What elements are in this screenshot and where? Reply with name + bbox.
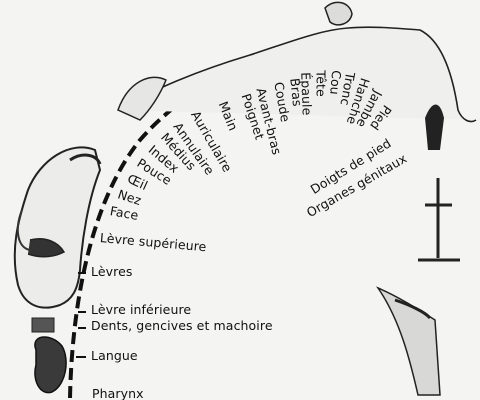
face-profile-drawing (13, 146, 102, 309)
label-tete: Tête (313, 70, 329, 97)
body-drawing (119, 26, 477, 123)
tick-levre-inferieure (78, 311, 86, 313)
label-dents: Dents, gencives et machoire (91, 318, 273, 333)
foot-drawing (425, 104, 444, 150)
label-pharynx: Pharynx (92, 386, 144, 400)
hand-drawing (117, 76, 167, 121)
face-nose-drawing (16, 209, 31, 251)
label-langue: Langue (91, 348, 138, 363)
tongue-drawing (34, 336, 67, 394)
tick-levres (78, 272, 86, 274)
face-eye-drawing (69, 153, 102, 165)
label-levre-inferieure: Lèvre inférieure (91, 302, 192, 317)
genital-shape-drawing (418, 178, 460, 262)
pharynx-inner-drawing (394, 298, 432, 320)
teeth-drawing (31, 317, 55, 333)
label-epaule: Épaule (298, 71, 315, 116)
face-lips-drawing (27, 238, 66, 258)
label-levres: Lèvres (91, 264, 133, 279)
tick-langue (76, 356, 86, 358)
head-drawing (324, 1, 353, 26)
tick-dents (78, 327, 86, 329)
